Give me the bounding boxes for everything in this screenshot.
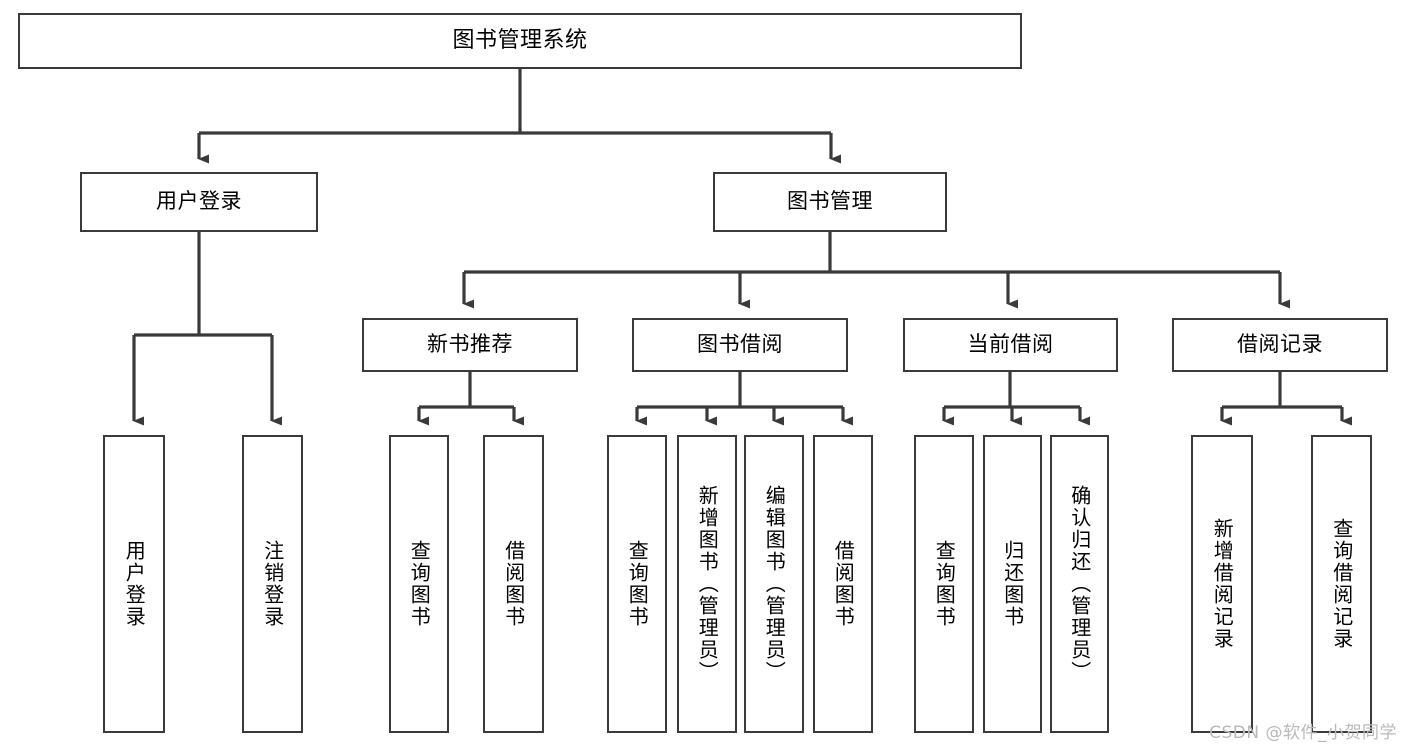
node-root[interactable]: 图书管理系统 xyxy=(18,13,1022,69)
leaf-logout-login-label: 注销登录 xyxy=(260,540,285,628)
node-new-book-recommend-label: 新书推荐 xyxy=(427,332,513,357)
leaf-user-login[interactable]: 用户登录 xyxy=(103,435,165,733)
leaf-borrow-borrow-book-label: 借阅图书 xyxy=(831,540,856,628)
node-book-management[interactable]: 图书管理 xyxy=(713,172,947,232)
node-book-borrow-label: 图书借阅 xyxy=(697,332,783,357)
leaf-record-query-record-label: 查询借阅记录 xyxy=(1329,518,1354,650)
leaf-newbook-query-book-label: 查询图书 xyxy=(407,540,432,628)
leaf-borrow-query-book[interactable]: 查询图书 xyxy=(607,435,667,733)
leaf-user-login-label: 用户登录 xyxy=(122,540,147,628)
leaf-newbook-borrow-book[interactable]: 借阅图书 xyxy=(483,435,544,733)
node-book-borrow[interactable]: 图书借阅 xyxy=(632,318,848,372)
node-borrow-record[interactable]: 借阅记录 xyxy=(1172,318,1388,372)
leaf-current-confirm-return-admin[interactable]: 确认归还（管理员） xyxy=(1050,435,1109,733)
node-borrow-record-label: 借阅记录 xyxy=(1237,332,1323,357)
leaf-newbook-borrow-book-label: 借阅图书 xyxy=(501,540,526,628)
leaf-record-add-record[interactable]: 新增借阅记录 xyxy=(1191,435,1253,733)
leaf-current-return-book[interactable]: 归还图书 xyxy=(983,435,1042,733)
leaf-record-add-record-label: 新增借阅记录 xyxy=(1210,518,1235,650)
node-user-login-label: 用户登录 xyxy=(156,189,242,214)
node-current-borrow-label: 当前借阅 xyxy=(967,332,1054,357)
leaf-borrow-edit-book-admin[interactable]: 编辑图书（管理员） xyxy=(744,435,804,733)
leaf-current-return-book-label: 归还图书 xyxy=(1000,540,1025,628)
node-root-label: 图书管理系统 xyxy=(452,27,588,53)
leaf-newbook-query-book[interactable]: 查询图书 xyxy=(389,435,449,733)
leaf-logout-login[interactable]: 注销登录 xyxy=(242,435,303,733)
leaf-borrow-edit-book-admin-label: 编辑图书（管理员） xyxy=(762,485,787,683)
leaf-borrow-query-book-label: 查询图书 xyxy=(625,540,650,628)
node-new-book-recommend[interactable]: 新书推荐 xyxy=(362,318,578,372)
leaf-current-query-book[interactable]: 查询图书 xyxy=(914,435,974,733)
node-current-borrow[interactable]: 当前借阅 xyxy=(903,318,1118,372)
node-book-management-label: 图书管理 xyxy=(787,189,873,214)
leaf-borrow-add-book-admin-label: 新增图书（管理员） xyxy=(695,485,720,683)
leaf-current-confirm-return-admin-label: 确认归还（管理员） xyxy=(1067,485,1092,683)
leaf-current-query-book-label: 查询图书 xyxy=(932,540,957,628)
leaf-borrow-add-book-admin[interactable]: 新增图书（管理员） xyxy=(677,435,737,733)
leaf-record-query-record[interactable]: 查询借阅记录 xyxy=(1311,435,1372,733)
leaf-borrow-borrow-book[interactable]: 借阅图书 xyxy=(813,435,873,733)
node-user-login[interactable]: 用户登录 xyxy=(80,172,318,232)
